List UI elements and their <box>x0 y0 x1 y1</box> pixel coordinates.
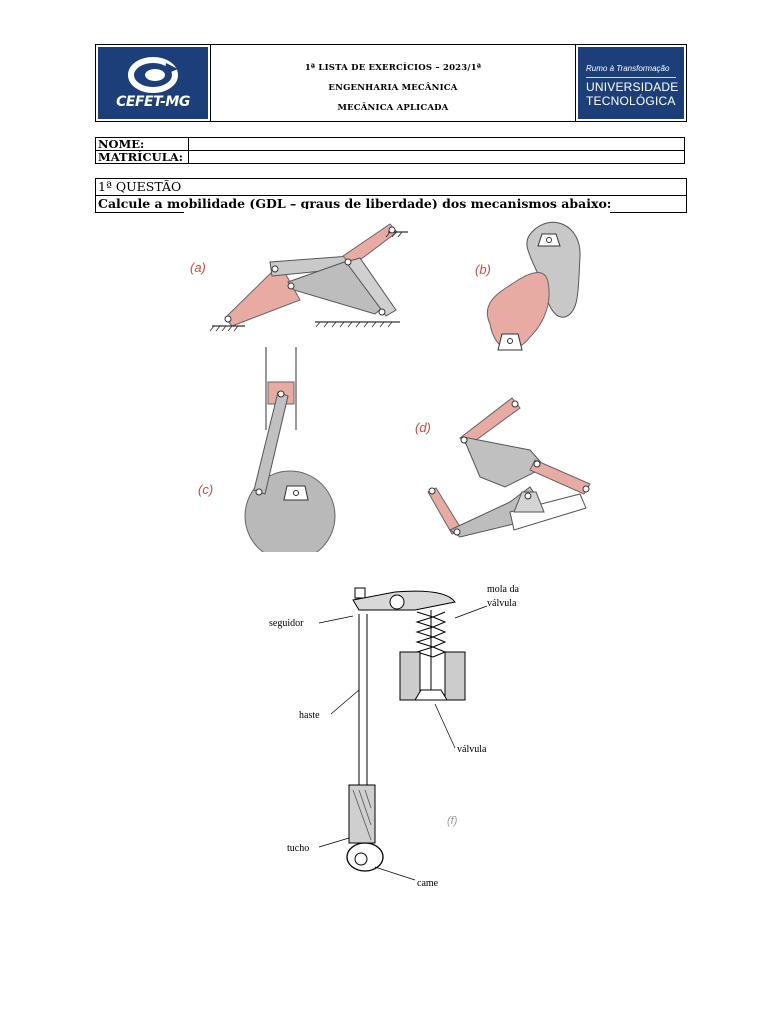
cefet-logo: CEFET-MG <box>98 47 208 119</box>
label-mola-1: mola da <box>487 584 519 595</box>
label-c: (c) <box>198 482 213 497</box>
label-mola-2: válvula <box>487 598 517 609</box>
logo-rule <box>586 77 676 78</box>
mechanism-a: (a) <box>190 223 408 332</box>
logo-line-2: TECNOLÓGICA <box>586 94 676 108</box>
logo-slogan: Rumo à Transformação <box>586 64 670 73</box>
question-box: 1ª QUESTÃO Calcule a mobilidade (GDL – g… <box>95 178 687 213</box>
cefet-logo-text: CEFET-MG <box>116 94 190 110</box>
mechanisms-figure: (a) (b) (c) <box>190 221 591 552</box>
label-came: came <box>417 878 439 889</box>
label-b: (b) <box>475 262 491 277</box>
logo-line-1: UNIVERSIDADE <box>586 80 679 94</box>
course-name: ENGENHARIA MECÂNICA <box>328 83 458 93</box>
list-title: 1ª LISTA DE EXERCÍCIOS – 2023/1ª <box>304 63 482 73</box>
label-a: (a) <box>190 260 206 275</box>
label-valvula: válvula <box>457 744 487 755</box>
label-tucho: tucho <box>287 843 309 854</box>
label-d: (d) <box>415 420 431 435</box>
name-field[interactable] <box>188 137 685 151</box>
label-haste: haste <box>299 710 320 721</box>
mechanism-b: (b) <box>475 221 581 351</box>
utfpr-logo: Rumo à Transformação UNIVERSIDADE TECNOL… <box>578 47 684 119</box>
question-prompt: Calcule a mobilidade (GDL – graus de lib… <box>98 196 612 211</box>
label-seguidor: seguidor <box>269 618 304 629</box>
label-f: (f) <box>447 815 458 827</box>
header-title-block: 1ª LISTA DE EXERCÍCIOS – 2023/1ª ENGENHA… <box>212 58 574 118</box>
mechanism-c: (c) <box>198 347 336 552</box>
header-divider <box>575 45 576 121</box>
question-title: 1ª QUESTÃO <box>96 179 686 196</box>
student-info-table: NOME: MATRÍCULA: <box>95 137 685 164</box>
valve-train-figure: seguidor mola da válvula haste válvula (… <box>269 584 519 889</box>
cefet-swoosh-icon <box>128 57 178 93</box>
header-divider <box>210 45 211 121</box>
name-label: NOME: <box>95 137 189 151</box>
document-header: CEFET-MG 1ª LISTA DE EXERCÍCIOS – 2023/1… <box>95 44 687 122</box>
id-field[interactable] <box>188 150 685 164</box>
mechanism-d: (d) <box>415 397 591 538</box>
subject-name: MECÂNICA APLICADA <box>337 103 449 113</box>
id-label: MATRÍCULA: <box>95 150 189 164</box>
